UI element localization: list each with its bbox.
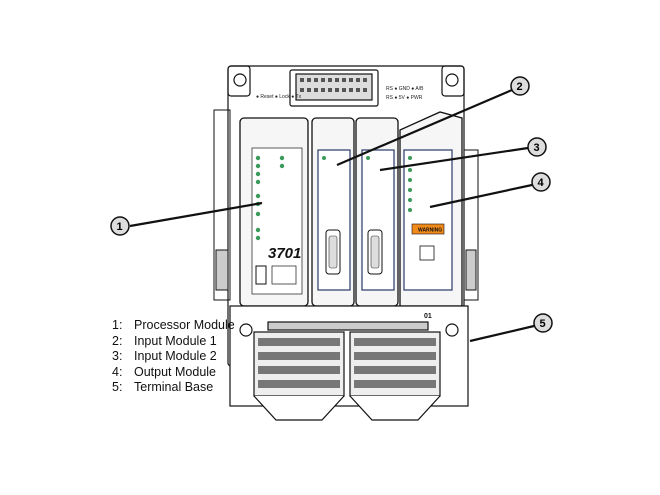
input-module-1: [311, 117, 355, 307]
output-leds: [408, 156, 412, 212]
leader-line-3: [379, 146, 529, 172]
legend-number: 3:: [112, 349, 123, 363]
leader-line-5: [469, 324, 535, 343]
legend-number: 4:: [112, 364, 123, 379]
callouts: 1 2 3 4 5: [110, 76, 553, 343]
callout-4: [531, 172, 551, 192]
legend-number: 2:: [112, 333, 123, 348]
legend-item: 1: Processor Module: [112, 318, 235, 334]
callout-5-label: 5: [540, 318, 546, 330]
legend-number: 5:: [112, 380, 123, 394]
svg-text:RS ● 5V ● PWR: RS ● 5V ● PWR: [386, 95, 423, 101]
legend-label: Processor Module: [134, 318, 235, 332]
legend-item: 4: Output Module: [112, 365, 235, 381]
terminal-base: 01: [229, 305, 469, 421]
processor-model-label: 3701: [268, 245, 301, 262]
legend-label: Output Module: [134, 364, 216, 379]
top-header-labels: ● Reset ● Lock ● Tx RS ● GND ● A/B RS ● …: [256, 86, 424, 101]
leader-line-4: [429, 183, 533, 209]
terminal-blocks-right: [354, 338, 436, 388]
callout-2-label: 2: [517, 81, 523, 93]
callout-2: [510, 76, 530, 96]
base-marker: 01: [424, 313, 432, 320]
callout-1-label: 1: [117, 221, 123, 233]
output-module: WARNING: [399, 111, 463, 307]
leader-line-1: [129, 201, 263, 228]
leader-line-2: [336, 88, 513, 167]
callout-3-label: 3: [534, 142, 540, 154]
legend-item: 5: Terminal Base: [112, 380, 235, 396]
legend-label: Input Module 1: [134, 333, 217, 348]
processor-module: 3701: [239, 117, 309, 307]
legend: 1: Processor Module 2: Input Module 1 3:…: [112, 318, 235, 396]
callout-1: [110, 216, 130, 236]
legend-item: 3: Input Module 2: [112, 349, 235, 365]
side-rails: [213, 109, 479, 301]
legend-item: 2: Input Module 1: [112, 334, 235, 350]
top-connector-pins: [300, 78, 367, 92]
svg-text:● Reset ● Lock ● Tx: ● Reset ● Lock ● Tx: [256, 94, 302, 100]
terminal-blocks-left: [258, 338, 340, 388]
hazard-symbol: [419, 245, 435, 261]
legend-number: 1:: [112, 318, 123, 332]
svg-text:RS ● GND ● A/B: RS ● GND ● A/B: [386, 86, 424, 92]
callout-5: [533, 313, 553, 333]
legend-label: Input Module 2: [134, 349, 217, 363]
warning-label-box: [411, 223, 445, 235]
callout-3: [527, 137, 547, 157]
legend-label: Terminal Base: [134, 380, 214, 394]
callout-4-label: 4: [538, 177, 545, 189]
input-module-2: [355, 117, 399, 307]
warning-label: WARNING: [418, 228, 442, 234]
